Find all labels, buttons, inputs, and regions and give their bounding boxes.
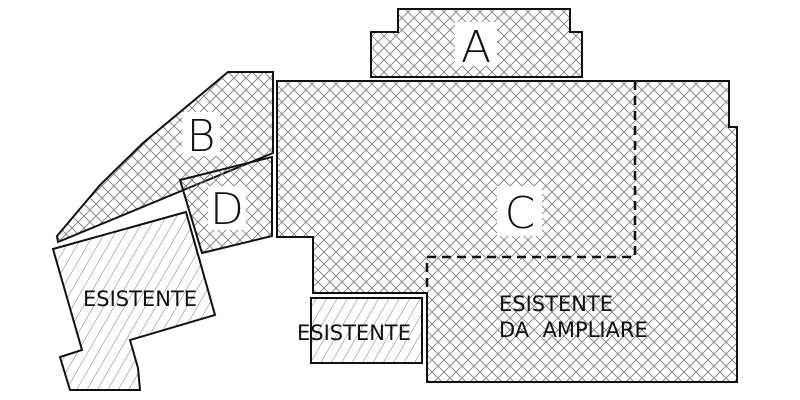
label-existing-left: ESISTENTE bbox=[83, 287, 197, 311]
label-existing-expand-1: ESISTENTE bbox=[499, 292, 613, 316]
label-existing-expand-2: DA AMPLIARE bbox=[499, 318, 648, 342]
label-c: C bbox=[505, 188, 536, 239]
label-a: A bbox=[461, 22, 491, 73]
existing-small-building bbox=[310, 297, 423, 364]
label-d: D bbox=[210, 184, 244, 235]
existing-left-building bbox=[51, 210, 217, 391]
label-b: B bbox=[187, 111, 216, 162]
label-existing-small: ESISTENTE bbox=[297, 321, 411, 345]
